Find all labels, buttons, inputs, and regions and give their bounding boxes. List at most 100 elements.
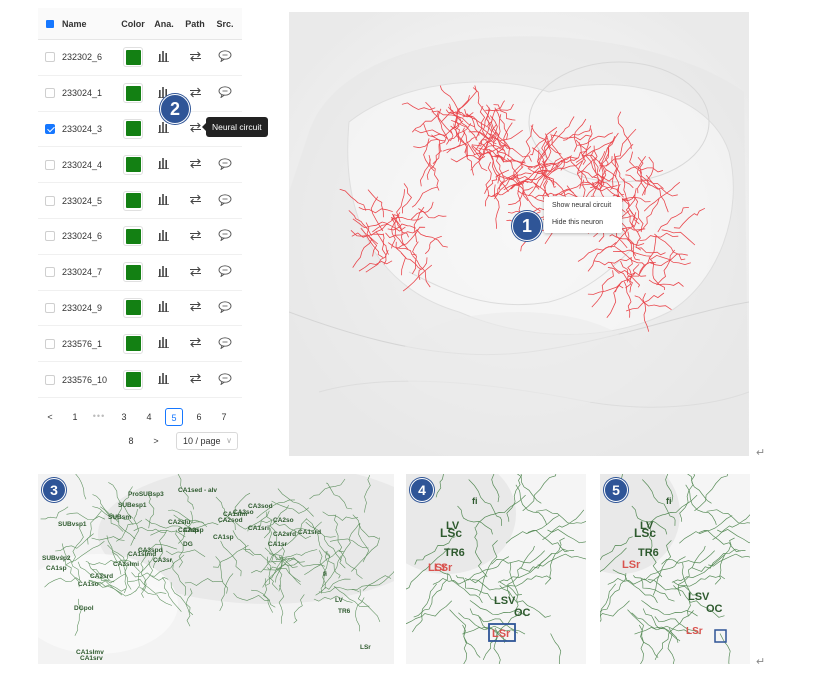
region-label: CA1so: [78, 581, 99, 588]
table-row[interactable]: 233024_4: [38, 147, 242, 184]
page-size-select[interactable]: 10 / page ∨: [176, 432, 238, 450]
row-checkbox[interactable]: [45, 123, 55, 134]
page-7[interactable]: 7: [221, 412, 227, 422]
color-picker[interactable]: [123, 369, 143, 390]
speech-bubble-icon[interactable]: [218, 158, 232, 170]
neuron-name: 233024_7: [62, 267, 103, 278]
page-4[interactable]: 4: [146, 412, 152, 422]
neuron-name: 233024_6: [62, 231, 103, 242]
color-swatch: [125, 300, 141, 316]
table-row[interactable]: 233024_7: [38, 255, 242, 291]
bar-chart-icon[interactable]: [158, 158, 170, 170]
bar-chart-icon[interactable]: [158, 265, 170, 277]
swap-arrows-icon[interactable]: [189, 122, 202, 133]
color-picker[interactable]: [123, 118, 143, 139]
bar-chart-icon[interactable]: [158, 301, 170, 313]
badge-5: 5: [604, 478, 628, 502]
row-checkbox[interactable]: [45, 88, 55, 99]
color-picker[interactable]: [123, 47, 143, 68]
color-picker[interactable]: [123, 154, 143, 175]
region-label: LSr: [360, 644, 371, 651]
swap-arrows-icon[interactable]: [189, 87, 202, 98]
next-page-button[interactable]: >: [153, 436, 159, 446]
page-3[interactable]: 3: [121, 412, 127, 422]
page-8[interactable]: 8: [128, 436, 134, 446]
color-picker[interactable]: [123, 297, 143, 318]
badge-1: 1: [512, 211, 542, 241]
neuron-name: 233024_9: [62, 302, 103, 313]
region-label: LSr: [492, 628, 511, 640]
table-row[interactable]: 233576_10: [38, 362, 242, 398]
neuron-name: 233576_1: [62, 338, 103, 349]
color-picker[interactable]: [123, 226, 143, 247]
speech-bubble-icon[interactable]: [218, 265, 232, 278]
neuron-name: 232302_6: [62, 52, 103, 63]
row-checkbox[interactable]: [45, 374, 55, 385]
region-label: CA2so: [273, 517, 294, 524]
panel-5-highlight-box: [714, 629, 727, 643]
swap-arrows-icon[interactable]: [189, 158, 202, 169]
region-label: CA3slmi: [113, 561, 139, 568]
page-6[interactable]: 6: [196, 412, 202, 422]
menu-hide-this-neuron[interactable]: Hide this neuron: [552, 219, 603, 226]
prev-page-button[interactable]: <: [47, 412, 53, 422]
speech-bubble-icon[interactable]: [218, 50, 232, 63]
table-row[interactable]: 233024_3: [38, 112, 242, 148]
bar-chart-icon[interactable]: [158, 337, 170, 349]
region-label: SUBvsp1: [58, 521, 87, 528]
bar-chart-icon[interactable]: [158, 50, 170, 62]
table-row[interactable]: 233024_9: [38, 291, 242, 327]
table-row[interactable]: 233576_1: [38, 326, 242, 363]
color-picker[interactable]: [123, 262, 143, 283]
swap-arrows-icon[interactable]: [189, 301, 202, 312]
swap-arrows-icon[interactable]: [189, 337, 202, 348]
page-1[interactable]: 1: [72, 412, 78, 422]
speech-bubble-icon[interactable]: [218, 193, 232, 206]
speech-bubble-icon[interactable]: [218, 86, 232, 99]
color-picker[interactable]: [123, 190, 143, 211]
table-row[interactable]: 233024_5: [38, 183, 242, 219]
select-all-checkbox[interactable]: [46, 19, 54, 28]
swap-arrows-icon[interactable]: [189, 373, 202, 384]
table-row[interactable]: 233024_6: [38, 219, 242, 255]
speech-bubble-icon[interactable]: [218, 372, 232, 385]
page-5-current[interactable]: 5: [165, 408, 183, 426]
row-checkbox[interactable]: [45, 231, 55, 242]
row-checkbox[interactable]: [45, 159, 55, 170]
bar-chart-icon[interactable]: [158, 373, 170, 385]
region-label: CA1slmd: [128, 551, 156, 558]
region-label: LSV: [688, 591, 710, 603]
page-ellipsis[interactable]: •••: [92, 411, 106, 421]
neural-circuit-tooltip: Neural circuit: [202, 117, 268, 137]
bar-chart-icon[interactable]: [158, 194, 170, 206]
row-checkbox[interactable]: [45, 195, 55, 206]
row-checkbox[interactable]: [45, 267, 55, 278]
swap-arrows-icon[interactable]: [189, 266, 202, 277]
swap-arrows-icon[interactable]: [189, 194, 202, 205]
swap-arrows-icon[interactable]: [189, 51, 202, 62]
color-picker[interactable]: [123, 333, 143, 354]
speech-bubble-icon[interactable]: [218, 229, 232, 242]
speech-bubble-icon[interactable]: [218, 337, 232, 349]
table-row[interactable]: 232302_6: [38, 40, 242, 76]
swap-arrows-icon[interactable]: [189, 230, 202, 241]
table-row[interactable]: 233024_1: [38, 76, 242, 112]
panel-4-highlight-box: [488, 623, 516, 642]
chevron-down-icon: ∨: [226, 436, 232, 445]
color-picker[interactable]: [123, 83, 143, 104]
bar-chart-icon[interactable]: [158, 122, 170, 134]
region-label: CA2sod: [218, 517, 243, 524]
bar-chart-icon[interactable]: [158, 229, 170, 241]
speech-bubble-icon[interactable]: [218, 301, 232, 313]
menu-show-neural-circuit[interactable]: Show neural circuit: [552, 202, 612, 209]
row-checkbox[interactable]: [45, 338, 55, 349]
row-checkbox[interactable]: [45, 52, 55, 63]
region-label: TR6: [444, 547, 465, 559]
header-source: Src.: [216, 18, 234, 29]
row-checkbox[interactable]: [45, 302, 55, 313]
